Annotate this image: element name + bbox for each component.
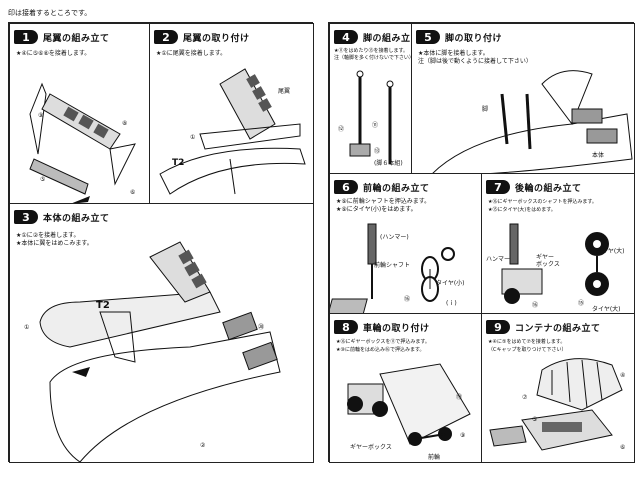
step-title: 車輪の取り付け (363, 323, 430, 334)
wheel-attach-illustration (347, 363, 471, 446)
part-label: ⑳ (258, 324, 265, 331)
left-page: 1 尾翼の組み立て ★④に⑤⑥⑧を接着します。 ⑨ ⑧ ⑤ ⑥ 2 尾翼の取り付… (8, 22, 314, 463)
part-label: 本体 (592, 152, 605, 159)
part-label: ① (24, 324, 30, 331)
step-number: 6 (334, 180, 358, 194)
part-label: ⑯ (532, 302, 539, 309)
part-label: 脚 (482, 106, 489, 113)
step-note: ★⑨に前輪シャフトを押込みます。 ★⑨にタイヤ(小)をはめます。 (336, 198, 431, 213)
part-label: ⑨ (460, 432, 466, 439)
part-label: タイヤ(小) (436, 280, 465, 287)
part-label: 前輪シャフト (374, 262, 411, 269)
step-3-panel: 3 本体の組み立て ★①に②を接着します。 ★本体に翼をはめこみます。 ① T2… (9, 203, 314, 463)
step-3-header: 3 本体の組み立て (14, 208, 110, 226)
part-label: ① (190, 134, 196, 141)
step-note: ★④に⑤⑥⑧を接着します。 (16, 50, 91, 57)
step-6-panel: 6 前輪の組み立て ★⑨に前輪シャフトを押込みます。 ★⑨にタイヤ(小)をはめま… (329, 173, 483, 315)
step-5-header: 5 脚の取り付け (416, 28, 502, 46)
part-label: T2 (96, 300, 110, 311)
step-7-header: 7 後輪の組み立て (486, 178, 582, 196)
part-label: ギヤー ボックス (536, 254, 560, 268)
step-7-panel: 7 後輪の組み立て ★⑯にギヤーボックスのシャフトを押込みます。 ★⑮にタイヤ(… (481, 173, 635, 315)
step-title: 尾翼の組み立て (43, 33, 110, 44)
step-8-panel: 8 車輪の取り付け ★⑯にギヤーボックスを⑪で押込みます。 ★⑩に前輪をはめ込み… (329, 313, 483, 463)
step-note: ★①に尾翼を接着します。 (156, 50, 227, 57)
part-label: タイヤ(大) (592, 306, 621, 313)
step-number: 8 (334, 320, 358, 334)
step-6-header: 6 前輪の組み立て (334, 178, 430, 196)
part-label: 尾翼 (278, 88, 291, 95)
leg-assembly-illustration (349, 70, 394, 164)
step-2-panel: 2 尾翼の取り付け ★①に尾翼を接着します。 尾翼 ① T2 (149, 23, 314, 205)
part-label: (脚６本組) (374, 160, 403, 167)
step-note: ★⑪をはめたり⑬を接着します。 注（軸脚を多く付けないで下さい） (334, 48, 413, 61)
part-label: ⑯ (404, 296, 411, 303)
part-label: ⑫ (338, 126, 345, 133)
part-label: ⑤ (40, 176, 46, 183)
part-label: ⑪ (372, 122, 379, 129)
step-title: 脚の取り付け (445, 33, 503, 44)
step-title: 前輪の組み立て (363, 183, 430, 194)
step-note: ★④に⑤をはめて⑦を接着します。 （Cキャップを取りつけて下さい） (488, 339, 567, 353)
step-4-header: 4 脚の組み立て (334, 28, 412, 46)
step-9-panel: 9 コンテナの組み立て ★④に⑤をはめて⑦を接着します。 （Cキャップを取りつけ… (481, 313, 635, 463)
step-5-panel: 5 脚の取り付け ★本体に脚を接着します。 注（脚は後で動くように接着して下さい… (411, 23, 635, 175)
part-label: ⑨ (38, 112, 44, 119)
part-label: ⑧ (122, 120, 128, 127)
tail-attach-illustration (159, 68, 306, 195)
step-9-header: 9 コンテナの組み立て (486, 318, 601, 336)
step-1-panel: 1 尾翼の組み立て ★④に⑤⑥⑧を接着します。 ⑨ ⑧ ⑤ ⑥ (9, 23, 151, 205)
part-label: タイヤ(大) (596, 248, 625, 255)
step-number: 4 (334, 30, 358, 44)
step-title: 脚の組み立て (363, 33, 412, 44)
part-label: ⑦ (522, 394, 528, 401)
step-number: 7 (486, 180, 510, 194)
part-label: ギヤーボックス (350, 444, 392, 451)
step-title: コンテナの組み立て (515, 323, 601, 334)
right-page: 4 脚の組み立て ★⑪をはめたり⑬を接着します。 注（軸脚を多く付けないで下さい… (328, 22, 635, 463)
part-label: ② (200, 442, 206, 449)
step-4-panel: 4 脚の組み立て ★⑪をはめたり⑬を接着します。 注（軸脚を多く付けないで下さい… (329, 23, 413, 175)
part-label: ⑬ (374, 148, 381, 155)
body-assembly-illustration (39, 241, 281, 462)
step-number: 5 (416, 30, 440, 44)
step-note: ★本体に脚を接着します。 注（脚は後で動くように接着して下さい） (418, 50, 532, 65)
step-number: 2 (154, 30, 178, 44)
step-number: 9 (486, 320, 510, 334)
step-2-header: 2 尾翼の取り付け (154, 28, 250, 46)
part-label: ⑤ (532, 416, 538, 423)
part-label: (ハンマー) (380, 234, 409, 241)
container-assembly-illustration (489, 358, 623, 451)
part-label: (ｉ) (446, 300, 457, 307)
step-number: 1 (14, 30, 38, 44)
step-8-header: 8 車輪の取り付け (334, 318, 430, 336)
part-label: 前輪 (428, 454, 441, 461)
step-title: 後輪の組み立て (515, 183, 582, 194)
front-wheel-illustration (330, 223, 455, 314)
part-label: ⑥ (620, 444, 626, 451)
page-header-note: 印は接着するところです。 (8, 9, 92, 17)
part-label: T2 (172, 158, 185, 168)
step-number: 3 (14, 210, 38, 224)
part-label: ⑥ (130, 189, 136, 196)
part-label: ⑮ (578, 300, 585, 307)
part-label: ⑲ (456, 394, 463, 401)
leg-attach-illustration (431, 70, 633, 174)
tail-assembly-illustration (29, 82, 136, 204)
part-label: ④ (620, 372, 626, 379)
step-title: 尾翼の取り付け (183, 33, 250, 44)
step-note: ★⑯にギヤーボックスを⑪で押込みます。 ★⑩に前輪をはめ込み⑯で押込みます。 (336, 339, 430, 353)
step-1-header: 1 尾翼の組み立て (14, 28, 110, 46)
rear-wheel-illustration (501, 223, 609, 304)
step-note: ★①に②を接着します。 ★本体に翼をはめこみます。 (16, 232, 93, 247)
step-note: ★⑯にギヤーボックスのシャフトを押込みます。 ★⑮にタイヤ(大)をはめます。 (488, 199, 597, 213)
step-title: 本体の組み立て (43, 213, 110, 224)
part-label: ハンマー (486, 256, 511, 263)
